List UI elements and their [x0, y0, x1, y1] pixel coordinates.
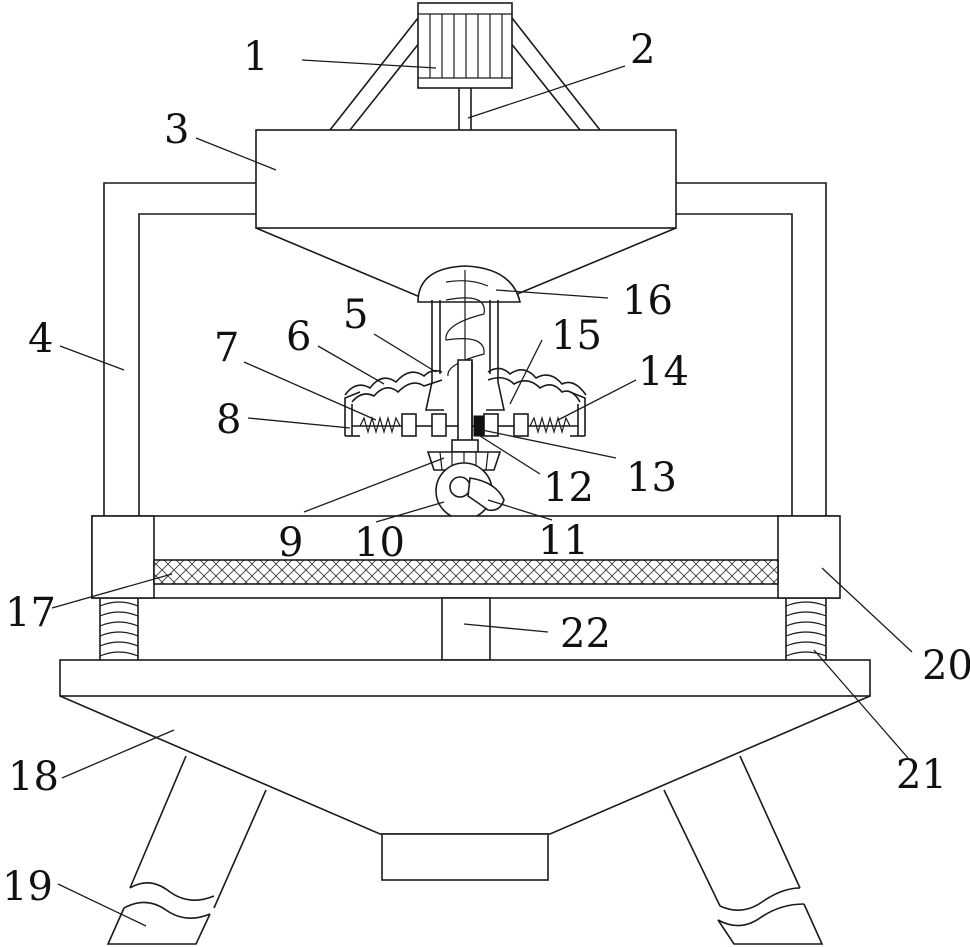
callout-1: 1 — [243, 34, 268, 80]
callout-18: 18 — [8, 754, 59, 800]
right-leg — [664, 756, 822, 944]
callout-21: 21 — [896, 752, 947, 798]
dome-cap — [418, 266, 520, 302]
callout-12: 12 — [543, 465, 594, 511]
motor-shaft — [459, 88, 471, 130]
callout-10: 10 — [354, 520, 405, 566]
left-bracket — [345, 382, 458, 436]
callout-7: 7 — [214, 325, 239, 371]
callout-6: 6 — [286, 314, 311, 360]
callout-4: 4 — [28, 316, 53, 362]
right-vibration-spring — [786, 598, 826, 660]
base-hopper — [60, 660, 870, 880]
central-shaft — [458, 360, 472, 450]
callout-5: 5 — [343, 292, 368, 338]
callout-8: 8 — [216, 397, 241, 443]
screen-box — [92, 516, 840, 598]
right-spring — [530, 418, 570, 432]
callout-14: 14 — [638, 349, 689, 395]
callout-20: 20 — [922, 643, 970, 689]
callout-16: 16 — [622, 278, 673, 324]
callout-19: 19 — [2, 864, 53, 910]
left-spring — [360, 418, 400, 432]
callout-15: 15 — [551, 313, 602, 359]
callout-9: 9 — [278, 520, 303, 566]
callout-17: 17 — [5, 590, 56, 636]
magnet-block — [474, 416, 484, 436]
callout-3: 3 — [164, 107, 189, 153]
motor — [330, 3, 600, 130]
support-column — [442, 598, 490, 660]
callout-13: 13 — [626, 455, 677, 501]
callout-22: 22 — [560, 611, 611, 657]
callout-2: 2 — [630, 27, 655, 73]
right-bracket — [472, 382, 585, 436]
callout-11: 11 — [538, 518, 589, 564]
cam-assembly — [428, 440, 504, 519]
left-vibration-spring — [100, 598, 138, 660]
left-leg — [108, 756, 266, 944]
